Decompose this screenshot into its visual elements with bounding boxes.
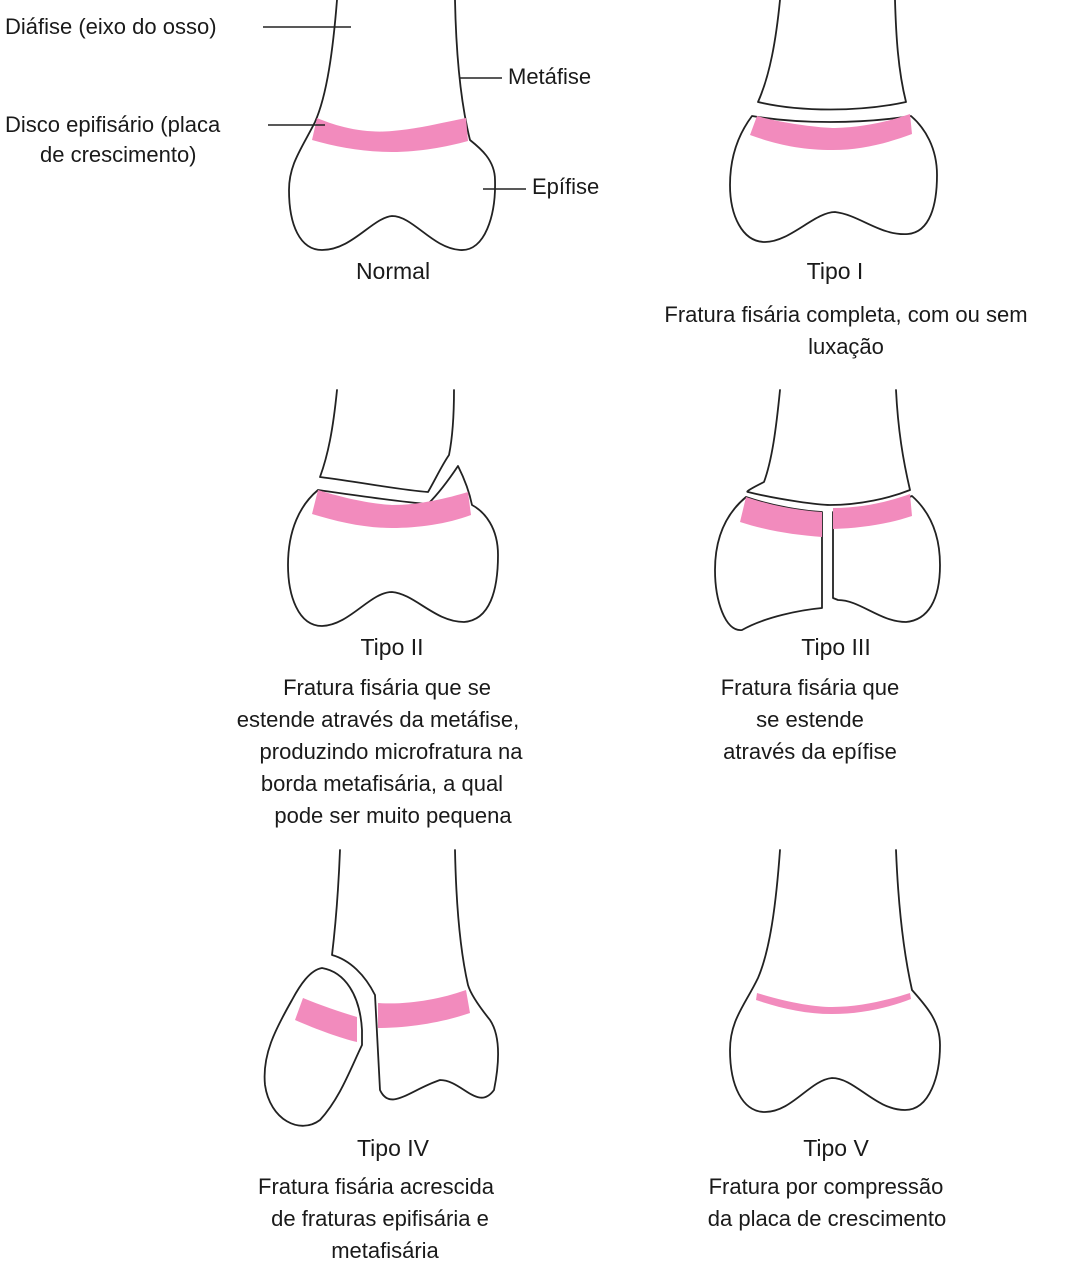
epiphysis-tipo-ii — [287, 465, 499, 627]
label-disco-line1: Disco epifisário (placa — [5, 112, 221, 137]
panel-title-tipo-v: Tipo V — [803, 1135, 869, 1161]
panel-tipo-ii — [287, 389, 499, 627]
label-metafise: Metáfise — [508, 64, 591, 89]
panel-tipo-iii — [714, 389, 941, 631]
desc-tipo-iii-line-1: Fratura fisária que — [721, 675, 900, 700]
epiphysis-tipo-i — [729, 115, 938, 243]
panel-normal — [288, 0, 496, 251]
growth-plate-left-tipo-iv — [295, 998, 357, 1042]
growth-plate-tipo-v — [756, 993, 911, 1014]
shaft-tipo-i — [757, 0, 907, 111]
desc-tipo-ii-line-1: Fratura fisária que se — [283, 675, 491, 700]
fragment-tipo-iv — [263, 967, 363, 1127]
panel-tipo-iv — [263, 849, 499, 1127]
label-epifise: Epífise — [532, 174, 599, 199]
desc-tipo-ii-line-5: pode ser muito pequena — [274, 803, 512, 828]
panel-tipo-v — [729, 849, 941, 1113]
panel-title-tipo-iv: Tipo IV — [357, 1135, 430, 1161]
desc-tipo-i-line-1: Fratura fisária completa, com ou sem — [664, 302, 1027, 327]
panel-title-tipo-ii: Tipo II — [360, 634, 423, 660]
growth-plate-tipo-i — [750, 114, 912, 150]
growth-plate-left-tipo-iii — [740, 497, 822, 537]
shaft-tipo-iv — [331, 849, 499, 1101]
desc-tipo-iv-line-2: de fraturas epifisária e — [271, 1206, 489, 1231]
desc-tipo-iii-line-2: se estende — [756, 707, 864, 732]
desc-tipo-i-line-2: luxação — [808, 334, 884, 359]
desc-tipo-ii-line-3: produzindo microfratura na — [260, 739, 524, 764]
growth-plate-tipo-ii — [312, 490, 471, 528]
growth-plate-right-tipo-iii — [833, 494, 912, 529]
desc-tipo-iii-line-3: através da epífise — [723, 739, 897, 764]
desc-tipo-v-line-2: da placa de crescimento — [708, 1206, 946, 1231]
desc-tipo-iv-line-1: Fratura fisária acrescida — [258, 1174, 495, 1199]
desc-tipo-ii-line-4: borda metafisária, a qual — [261, 771, 503, 796]
bone-outline-normal — [288, 0, 496, 251]
desc-tipo-iv-line-3: metafisária — [331, 1238, 439, 1263]
desc-tipo-v-line-1: Fratura por compressão — [709, 1174, 944, 1199]
panel-title-tipo-iii: Tipo III — [801, 634, 870, 660]
label-disco-line2: de crescimento) — [40, 142, 197, 167]
bone-outline-tipo-v — [729, 849, 941, 1113]
shaft-tipo-ii — [319, 389, 455, 493]
panel-title-tipo-i: Tipo I — [807, 258, 864, 284]
shaft-tipo-iii — [746, 389, 911, 506]
panel-tipo-i — [729, 0, 938, 243]
growth-plate-normal — [312, 118, 468, 152]
desc-tipo-ii-line-2: estende através da metáfise, — [237, 707, 520, 732]
growth-plate-right-tipo-iv — [378, 990, 470, 1028]
panel-title-normal: Normal — [356, 258, 430, 284]
label-diafise: Diáfise (eixo do osso) — [5, 14, 217, 39]
